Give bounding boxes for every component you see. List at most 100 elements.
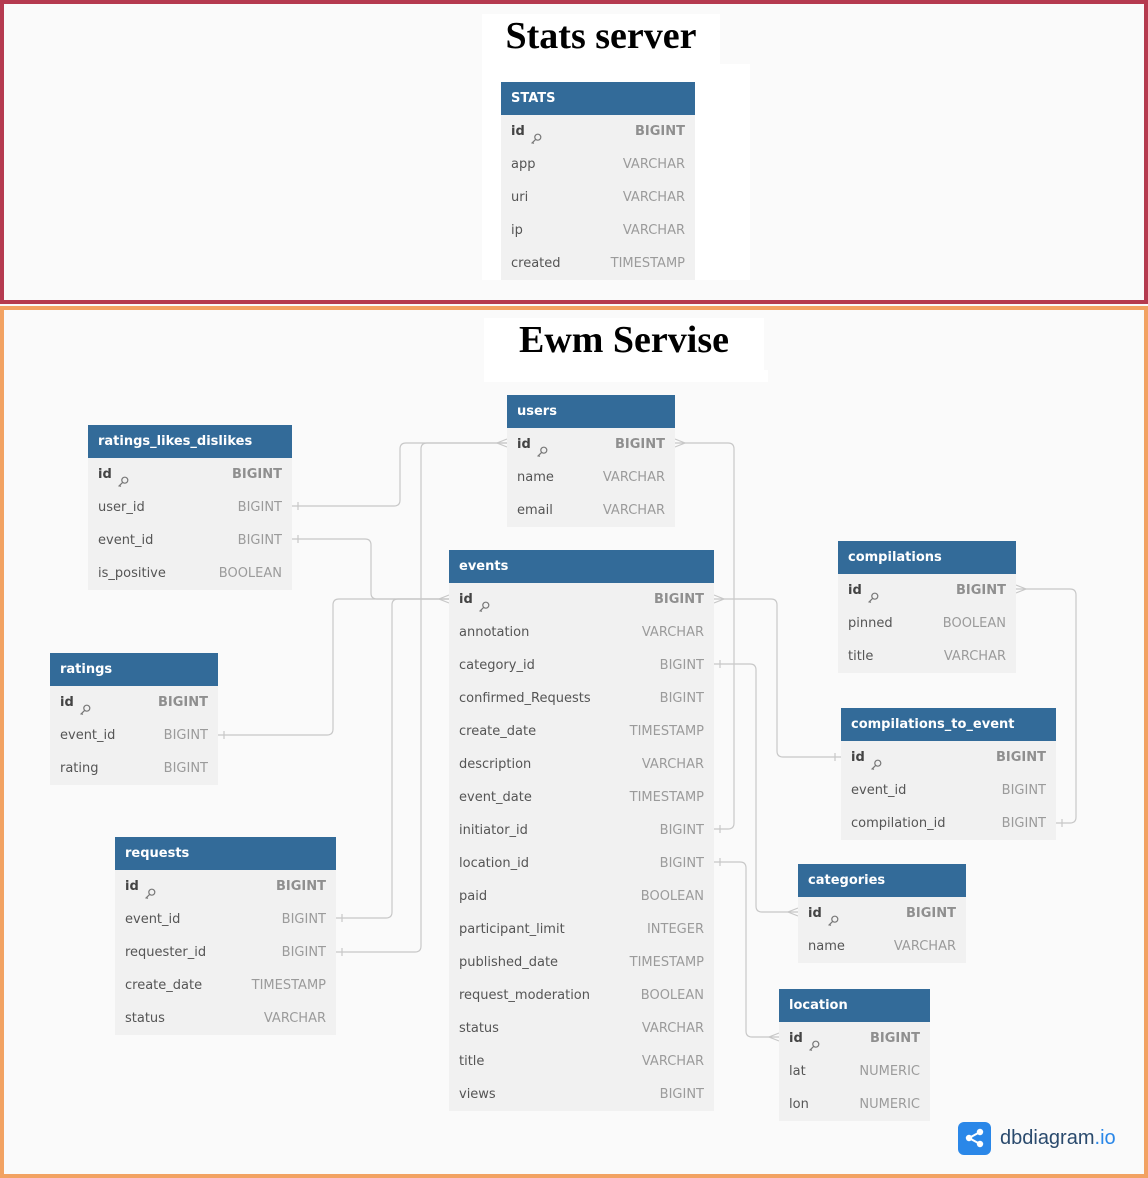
table-row[interactable]: status VARCHAR xyxy=(115,1002,336,1035)
table-header[interactable]: ratings_likes_dislikes xyxy=(88,425,292,458)
column-name-text: published_date xyxy=(459,955,559,970)
column-name: paid xyxy=(459,880,487,913)
column-name-text: lat xyxy=(789,1064,806,1079)
column-name-text: requester_id xyxy=(125,945,207,960)
relation-requests-event xyxy=(336,598,449,919)
column-type: INTEGER xyxy=(646,922,704,937)
column-type: VARCHAR xyxy=(263,1011,326,1026)
column-name-text: created xyxy=(511,256,561,271)
column-type: BIGINT xyxy=(163,728,208,743)
table-header[interactable]: compilations xyxy=(838,541,1016,574)
column-name-text: description xyxy=(459,757,532,772)
table-header[interactable]: location xyxy=(779,989,930,1022)
column-name: name xyxy=(808,930,845,963)
column-name-text: id xyxy=(848,583,862,598)
table-header[interactable]: ratings xyxy=(50,653,218,686)
column-name: lon xyxy=(789,1088,809,1121)
column-name-text: id xyxy=(98,467,112,482)
ewm-service-title: Ewm Servise xyxy=(484,318,764,378)
column-name: initiator_id xyxy=(459,814,528,847)
dbdiagram-brand[interactable]: dbdiagram.io xyxy=(958,1121,1116,1155)
column-name: id xyxy=(848,574,879,607)
column-name: create_date xyxy=(459,715,536,748)
primary-key-icon xyxy=(536,438,548,457)
relation-events-category xyxy=(714,663,798,913)
share-nodes-icon xyxy=(958,1121,991,1155)
column-name-text: id xyxy=(851,750,865,765)
column-name: status xyxy=(125,1002,165,1035)
table-header[interactable]: requests xyxy=(115,837,336,870)
column-name: pinned xyxy=(848,607,893,640)
stats-server-title: Stats server xyxy=(482,14,720,70)
column-type: BOOLEAN xyxy=(640,988,704,1003)
column-type: VARCHAR xyxy=(602,503,665,518)
table-header[interactable]: STATS xyxy=(501,82,695,115)
table-header[interactable]: compilations_to_event xyxy=(841,708,1056,741)
table-header[interactable]: users xyxy=(507,395,675,428)
table-header[interactable]: events xyxy=(449,550,714,583)
column-name: title xyxy=(459,1045,484,1078)
column-type: BIGINT xyxy=(905,906,956,921)
column-type: BIGINT xyxy=(653,592,704,607)
column-name: user_id xyxy=(98,491,145,524)
table-header[interactable]: categories xyxy=(798,864,966,897)
